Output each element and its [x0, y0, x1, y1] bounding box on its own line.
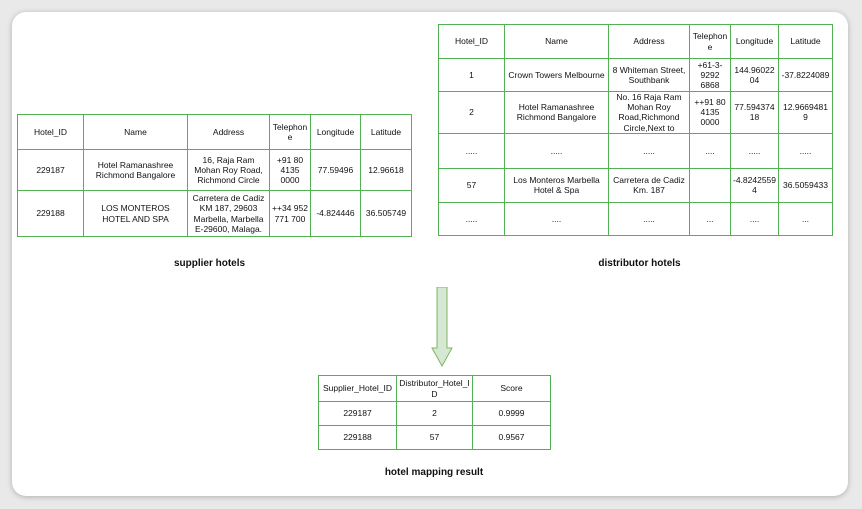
table-cell: 57 [438, 167, 505, 203]
supplier-hotels-table: Hotel_ID Name Address Telephone Longitud… [17, 114, 412, 237]
table-cell: ..... [438, 201, 505, 236]
distributor-row: 2 Hotel Ramanashree Richmond Bangalore N… [438, 91, 833, 134]
table-cell: +61-3-9292 6868 [689, 58, 731, 92]
table-cell: .... [730, 201, 779, 236]
result-row: 229188 57 0.9567 [318, 425, 551, 450]
distributor-header-row: Hotel_ID Name Address Telephone Longitud… [438, 24, 833, 59]
supplier-header-cell: Hotel_ID [17, 114, 84, 150]
table-cell: +91 80 4135 0000 [269, 149, 311, 191]
table-cell: 12.96694819 [778, 91, 833, 134]
supplier-hotels-caption: supplier hotels [173, 258, 246, 269]
table-cell: 1 [438, 58, 505, 92]
table-cell: 8 Whiteman Street, Southbank [608, 58, 690, 92]
table-cell: 36.5059433 [778, 167, 833, 203]
table-cell: No. 16 Raja Ram Mohan Roy Road,Richmond … [608, 91, 690, 134]
result-header-cell: Supplier_Hotel_ID [318, 375, 397, 402]
table-cell: ..... [438, 132, 505, 169]
table-cell: ..... [730, 132, 779, 169]
table-cell: -4.824446 [310, 190, 361, 237]
table-cell: 229188 [318, 425, 397, 450]
table-cell: 36.505749 [360, 190, 412, 237]
table-cell: Carretera de Cadiz Km. 187 [608, 167, 690, 203]
table-cell: ... [778, 201, 833, 236]
distributor-row: 1 Crown Towers Melbourne 8 Whiteman Stre… [438, 58, 833, 92]
supplier-row: 229188 LOS MONTEROS HOTEL AND SPA Carret… [17, 190, 412, 237]
table-cell: ++91 80 4135 0000 [689, 91, 731, 134]
supplier-row: 229187 Hotel Ramanashree Richmond Bangal… [17, 149, 412, 191]
distributor-header-cell: Telephone [689, 24, 731, 59]
table-cell: Crown Towers Melbourne [504, 58, 609, 92]
hotel-mapping-result-caption: hotel mapping result [384, 467, 484, 478]
table-cell: 229188 [17, 190, 84, 237]
table-cell: 77.59496 [310, 149, 361, 191]
table-cell: Hotel Ramanashree Richmond Bangalore [504, 91, 609, 134]
distributor-row: 57 Los Monteros Marbella Hotel & Spa Car… [438, 167, 833, 203]
distributor-header-cell: Hotel_ID [438, 24, 505, 59]
result-row: 229187 2 0.9999 [318, 401, 551, 426]
distributor-header-cell: Longitude [730, 24, 779, 59]
table-cell: 0.9567 [472, 425, 551, 450]
diagram-canvas: Hotel_ID Name Address Telephone Longitud… [12, 12, 848, 496]
table-cell: ... [689, 201, 731, 236]
result-header-cell: Distributor_Hotel_ID [396, 375, 473, 402]
table-cell: 16, Raja Ram Mohan Roy Road, Richmond Ci… [187, 149, 270, 191]
hotel-mapping-result-table: Supplier_Hotel_ID Distributor_Hotel_ID S… [318, 375, 551, 450]
table-cell: .... [504, 201, 609, 236]
distributor-hotels-caption: distributor hotels [598, 258, 681, 269]
table-cell: 144.9602204 [730, 58, 779, 92]
distributor-row: ..... .... ..... ... .... ... [438, 201, 833, 236]
table-cell: ..... [504, 132, 609, 169]
table-cell: 0.9999 [472, 401, 551, 426]
table-cell: 77.59437418 [730, 91, 779, 134]
table-cell: -4.82425594 [730, 167, 779, 203]
distributor-header-cell: Name [504, 24, 609, 59]
table-cell: LOS MONTEROS HOTEL AND SPA [83, 190, 188, 237]
table-cell: 229187 [318, 401, 397, 426]
distributor-hotels-table: Hotel_ID Name Address Telephone Longitud… [438, 24, 833, 236]
table-cell: ++34 952 771 700 [269, 190, 311, 237]
table-cell: .... [689, 132, 731, 169]
table-cell: 57 [396, 425, 473, 450]
table-cell: 2 [396, 401, 473, 426]
table-cell: -37.8224089 [778, 58, 833, 92]
distributor-row: ..... ..... ..... .... ..... ..... [438, 132, 833, 169]
table-cell: Carretera de Cadiz KM 187, 29603 Marbell… [187, 190, 270, 237]
supplier-header-cell: Name [83, 114, 188, 150]
supplier-header-cell: Telephone [269, 114, 311, 150]
down-arrow-icon [431, 287, 453, 367]
table-cell: Hotel Ramanashree Richmond Bangalore [83, 149, 188, 191]
result-header-row: Supplier_Hotel_ID Distributor_Hotel_ID S… [318, 375, 551, 402]
result-header-cell: Score [472, 375, 551, 402]
table-cell: ..... [608, 201, 690, 236]
table-cell: 229187 [17, 149, 84, 191]
table-cell: Los Monteros Marbella Hotel & Spa [504, 167, 609, 203]
table-cell: 2 [438, 91, 505, 134]
supplier-header-row: Hotel_ID Name Address Telephone Longitud… [17, 114, 412, 150]
table-cell: ..... [608, 132, 690, 169]
supplier-header-cell: Latitude [360, 114, 412, 150]
table-cell [689, 167, 731, 203]
table-cell: ..... [778, 132, 833, 169]
supplier-header-cell: Longitude [310, 114, 361, 150]
table-cell: 12.96618 [360, 149, 412, 191]
distributor-header-cell: Latitude [778, 24, 833, 59]
supplier-header-cell: Address [187, 114, 270, 150]
distributor-header-cell: Address [608, 24, 690, 59]
